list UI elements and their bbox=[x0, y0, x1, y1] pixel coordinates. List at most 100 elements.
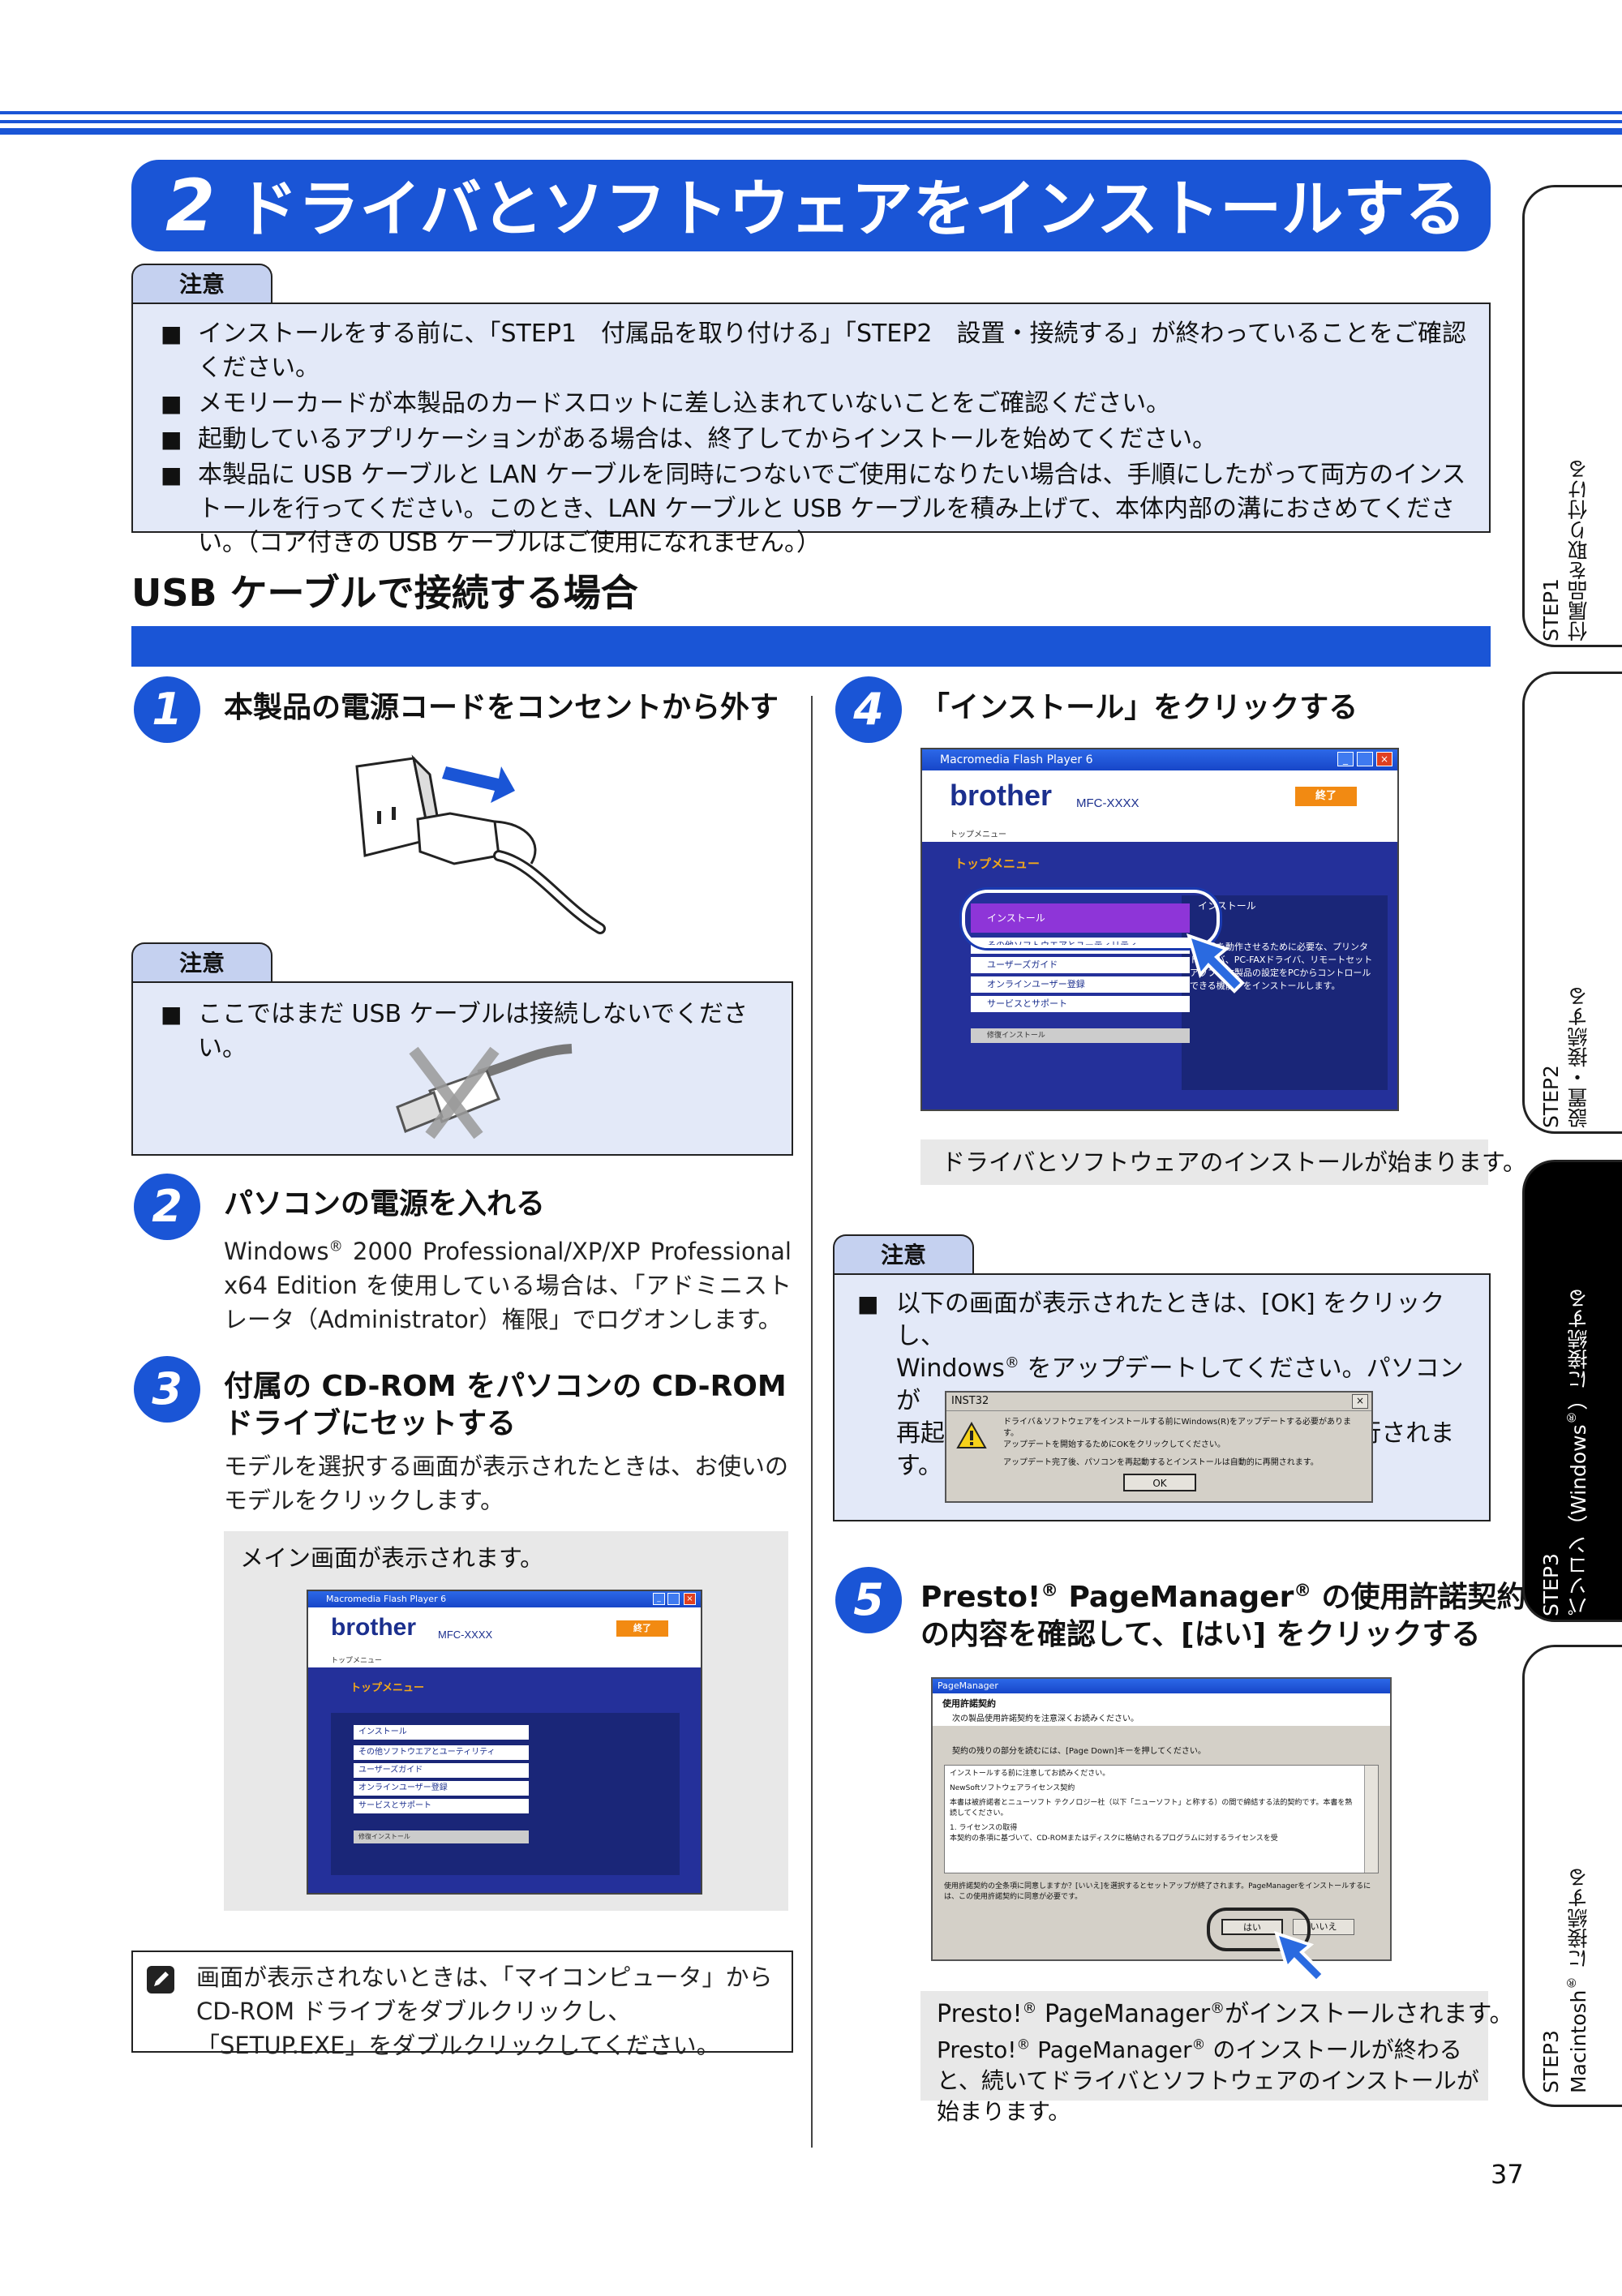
yes-button[interactable]: はい bbox=[1221, 1919, 1283, 1935]
menu-install[interactable]: インストール bbox=[354, 1725, 529, 1740]
page-number: 37 bbox=[1491, 2159, 1524, 2190]
flash-titlebar: Macromedia Flash Player 6 _ × bbox=[308, 1591, 701, 1607]
menu-service-support[interactable]: サービスとサポート bbox=[354, 1799, 529, 1813]
warning-icon bbox=[956, 1422, 987, 1448]
caution-item: 本製品に USB ケーブルと LAN ケーブルを同時につないでご使用になりたい場… bbox=[149, 458, 1478, 560]
breadcrumb: トップメニュー bbox=[950, 830, 1006, 839]
maximize-button[interactable] bbox=[667, 1593, 680, 1605]
section-title: USB ケーブルで接続する場合 bbox=[131, 571, 638, 615]
yes-highlight-ring bbox=[1207, 1908, 1311, 1951]
side-tab-step3-windows[interactable]: STEP3 パソコン（Windows®）に接続する bbox=[1522, 1160, 1622, 1622]
license-scrollbar[interactable] bbox=[1364, 1766, 1378, 1873]
caution-item: メモリーカードが本製品のカードスロットに差し込まれていないことをご確認ください。 bbox=[149, 387, 1478, 421]
step-5-number: 5 bbox=[835, 1567, 902, 1633]
pointer-arrow-icon bbox=[1186, 933, 1245, 994]
memo-pencil-icon bbox=[147, 1966, 174, 1993]
caution-item: 起動しているアプリケーションがある場合は、終了してからインストールを始めてくださ… bbox=[149, 423, 1478, 457]
memo-text: 画面が表示されないときは、「マイコンピュータ」から CD-ROM ドライブをダブ… bbox=[196, 1963, 773, 2059]
side-tab-step2[interactable]: STEP2 設置・接続する bbox=[1522, 672, 1622, 1134]
minimize-button[interactable]: _ bbox=[1337, 752, 1354, 766]
menu-online-registration[interactable]: オンラインユーザー登録 bbox=[354, 1781, 529, 1796]
caution-tab: 注意 bbox=[131, 264, 272, 304]
caution-tab: 注意 bbox=[131, 942, 272, 983]
license-header: 使用許諾契約 bbox=[942, 1698, 996, 1709]
step-2-number: 2 bbox=[134, 1174, 200, 1240]
section-bar bbox=[131, 626, 1491, 667]
menu-user-guide[interactable]: ユーザーズガイド bbox=[971, 957, 1190, 973]
header-rule-thin-2 bbox=[0, 120, 1622, 123]
model-name: MFC-XXXX bbox=[1076, 796, 1139, 810]
pointer-arrow-icon bbox=[1273, 1930, 1326, 1984]
caption-box: Presto!® PageManager®がインストールされます。 Presto… bbox=[920, 1991, 1514, 2125]
flash-titlebar: Macromedia Flash Player 6 _ × bbox=[922, 749, 1397, 770]
caution-item: ここではまだ USB ケーブルは接続しないでください。 bbox=[149, 998, 783, 1066]
license-window: PageManager 使用許諾契約 次の製品使用許諾契約を注意深くお読みくださ… bbox=[931, 1677, 1392, 1961]
caption-pagemanager-install: Presto!® PageManager®がインストールされます。 bbox=[937, 2000, 1514, 2028]
menu-repair-install[interactable]: 修復インストール bbox=[354, 1830, 529, 1843]
brother-logo: brother bbox=[950, 779, 1052, 812]
brother-logo: brother bbox=[331, 1614, 416, 1641]
model-name: MFC-XXXX bbox=[438, 1629, 493, 1641]
caption-pagemanager-next: Presto!® PageManager® のインストールが終わると、続いてドラ… bbox=[937, 2036, 1479, 2125]
menu-install-highlighted[interactable]: インストール bbox=[971, 903, 1190, 933]
menu-service-support[interactable]: サービスとサポート bbox=[971, 996, 1190, 1012]
install-highlight-ring bbox=[962, 890, 1220, 948]
caption-main-screen: メイン画面が表示されます。 bbox=[240, 1544, 544, 1572]
inst32-message: ドライバ＆ソフトウェアをインストールする前にWindows(R)をアップデートす… bbox=[1003, 1418, 1351, 1467]
caution-box: インストールをする前に、「STEP1 付属品を取り付ける」「STEP2 設置・接… bbox=[131, 303, 1491, 557]
exit-button[interactable]: 終了 bbox=[1295, 787, 1357, 806]
header-rule-thick bbox=[0, 128, 1622, 135]
close-button[interactable]: × bbox=[1376, 752, 1392, 766]
caution-box-usb: ここではまだ USB ケーブルは接続しないでください。 bbox=[131, 981, 793, 1156]
maximize-button[interactable] bbox=[1357, 752, 1373, 766]
caution-update-line1: 以下の画面が表示されたときは、[OK] をクリックし、 bbox=[896, 1290, 1445, 1350]
step-2-title: パソコンの電源を入れる bbox=[224, 1187, 546, 1221]
inst32-titlebar: INST32 × bbox=[946, 1393, 1371, 1411]
dialog-close-button[interactable]: × bbox=[1352, 1394, 1368, 1409]
step-3-body: モデルを選択する画面が表示されたときは、お使いのモデルをクリックします。 bbox=[224, 1453, 789, 1514]
license-subheader: 次の製品使用許諾契約を注意深くお読みください。 bbox=[952, 1714, 1139, 1723]
side-tab-step1[interactable]: STEP1 付属品を取り付ける bbox=[1522, 185, 1622, 647]
title-text: ドライバとソフトウェアをインストールする bbox=[236, 173, 1467, 245]
power-plug-illustration bbox=[355, 754, 606, 934]
page-title: 2 ドライバとソフトウェアをインストールする bbox=[131, 160, 1491, 251]
memo-box: 画面が表示されないときは、「マイコンピュータ」から CD-ROM ドライブをダブ… bbox=[131, 1951, 793, 2059]
close-button[interactable]: × bbox=[684, 1593, 696, 1605]
menu-heading: トップメニュー bbox=[955, 856, 1041, 871]
caution-tab: 注意 bbox=[833, 1234, 974, 1275]
menu-heading: トップメニュー bbox=[350, 1682, 425, 1694]
step-5-title: Presto!® PageManager® の使用許諾契約 の内容を確認して、[… bbox=[920, 1581, 1526, 1651]
ok-button[interactable]: OK bbox=[1123, 1474, 1196, 1491]
step-4-number: 4 bbox=[835, 676, 902, 743]
inst32-dialog: INST32 × ドライバ＆ソフトウェアをインストールする前にWindows(R… bbox=[945, 1391, 1373, 1503]
menu-repair-install[interactable]: 修復インストール bbox=[971, 1028, 1190, 1043]
menu-other-software[interactable]: その他ソフトウエアとユーティリティ bbox=[354, 1745, 529, 1760]
title-number: 2 bbox=[165, 164, 216, 247]
exit-button[interactable]: 終了 bbox=[616, 1620, 668, 1637]
flash-window-small: Macromedia Flash Player 6 _ × brother MF… bbox=[307, 1590, 702, 1895]
caution-update-line2: Windows® をアップデートしてください。パソコンが bbox=[896, 1354, 1464, 1415]
caution-item: インストールをする前に、「STEP1 付属品を取り付ける」「STEP2 設置・接… bbox=[149, 317, 1478, 385]
minimize-button[interactable]: _ bbox=[653, 1593, 665, 1605]
license-question: 使用許諾契約の全条項に同意しますか？[いいえ]を選択するとセットアップが終了され… bbox=[944, 1882, 1371, 1901]
step-3-number: 3 bbox=[134, 1356, 200, 1423]
breadcrumb: トップメニュー bbox=[331, 1657, 383, 1665]
license-titlebar: PageManager bbox=[933, 1679, 1390, 1693]
install-description: 本製品を動作させるために必要な、プリンタドライバ、PC-FAXドライバ、リモート… bbox=[1190, 942, 1373, 991]
caution-list: インストールをする前に、「STEP1 付属品を取り付ける」「STEP2 設置・接… bbox=[149, 317, 1478, 560]
menu-user-guide[interactable]: ユーザーズガイド bbox=[354, 1763, 529, 1778]
license-pagedown-hint: 契約の残りの部分を読むには、[Page Down]キーを押してください。 bbox=[952, 1747, 1206, 1756]
usb-cable-illustration bbox=[396, 1044, 573, 1139]
caption-install-start: ドライバとソフトウェアのインストールが始まります。 bbox=[942, 1148, 1526, 1176]
header-rule-thin bbox=[0, 111, 1622, 114]
side-tab-step3-macintosh[interactable]: STEP3 Macintosh® に接続する bbox=[1522, 1645, 1622, 2107]
step-2-body: Windows® 2000 Professional/XP/XP Profess… bbox=[224, 1238, 792, 1333]
step-1-number: 1 bbox=[134, 676, 200, 743]
column-divider bbox=[811, 696, 813, 2148]
step-1-title: 本製品の電源コードをコンセントから外す bbox=[224, 691, 779, 724]
caption-box: ドライバとソフトウェアのインストールが始まります。 bbox=[920, 1139, 1526, 1185]
menu-online-registration[interactable]: オンラインユーザー登録 bbox=[971, 976, 1190, 993]
license-text-box[interactable]: インストールする前に注意してお読みください。 NewSoftソフトウェアライセン… bbox=[944, 1765, 1379, 1873]
step-4-title: 「インストール」をクリックする bbox=[920, 691, 1358, 724]
